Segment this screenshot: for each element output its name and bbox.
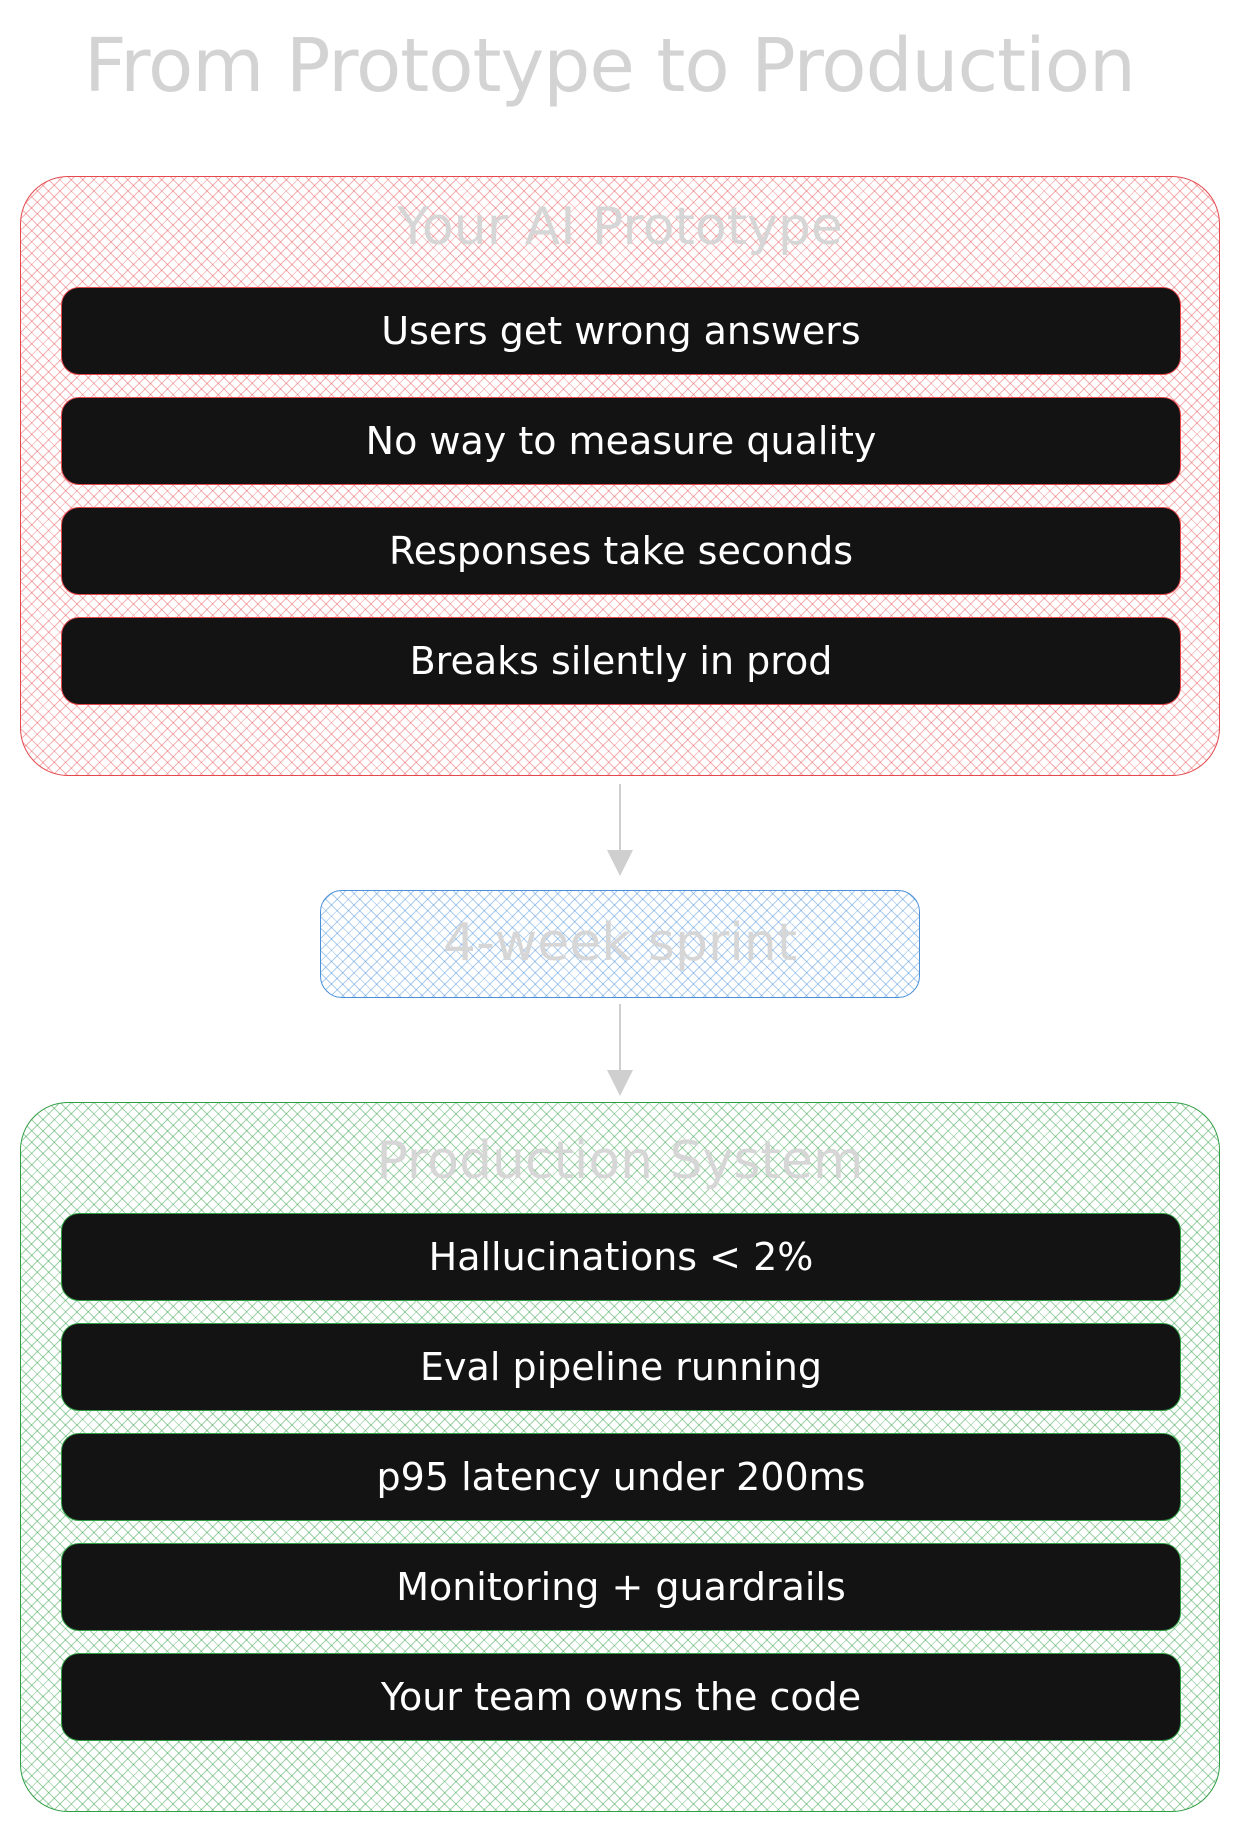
prototype-group-title: Your AI Prototype [397,197,843,257]
prototype-item: No way to measure quality [61,397,1181,485]
prototype-item: Users get wrong answers [61,287,1181,375]
production-item: Your team owns the code [61,1653,1181,1741]
sprint-box: 4-week sprint [320,890,920,998]
production-item: Hallucinations < 2% [61,1213,1181,1301]
prototype-item: Breaks silently in prod [61,617,1181,705]
production-group: Production System Hallucinations < 2% Ev… [20,1102,1220,1812]
production-item: p95 latency under 200ms [61,1433,1181,1521]
diagram-title: From Prototype to Production [84,23,1136,109]
prototype-group: Your AI Prototype Users get wrong answer… [20,176,1220,776]
sprint-label: 4-week sprint [442,913,798,973]
arrow-prototype-to-sprint [607,784,633,876]
production-item: Monitoring + guardrails [61,1543,1181,1631]
production-item: Eval pipeline running [61,1323,1181,1411]
arrow-sprint-to-production [607,1004,633,1096]
production-group-title: Production System [376,1131,864,1191]
prototype-item: Responses take seconds [61,507,1181,595]
